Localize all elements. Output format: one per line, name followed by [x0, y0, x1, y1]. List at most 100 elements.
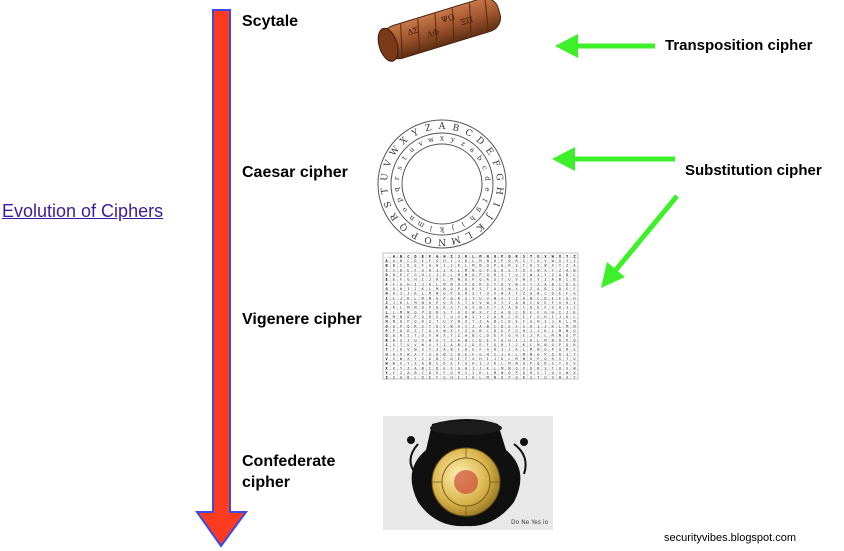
vigenere-cell: O: [407, 315, 409, 319]
vigenere-cell: S: [479, 287, 481, 291]
vigenere-cell: R: [559, 352, 562, 356]
vigenere-cell: M: [552, 334, 555, 338]
vigenere-cell: N: [530, 352, 532, 356]
vigenere-cell: R: [501, 268, 504, 272]
vigenere-cell: P: [451, 292, 453, 296]
vigenere-cell: V: [487, 296, 490, 300]
vigenere-cell: X: [414, 352, 417, 356]
vigenere-cell: B: [494, 320, 496, 324]
vigenere-cell: H: [407, 282, 409, 286]
vigenere-cell: D: [414, 259, 416, 263]
vigenere-cell: U: [537, 254, 539, 258]
vigenere-cell: W: [487, 301, 490, 305]
vigenere-cell: Y: [443, 338, 446, 342]
vigenere-cell: V: [407, 348, 410, 352]
vigenere-cell: Y: [436, 343, 439, 347]
vigenere-cell: U: [487, 292, 489, 296]
vigenere-cell: V: [465, 310, 468, 314]
vigenere-cell: Z: [400, 371, 403, 375]
vigenere-cell: C: [479, 334, 481, 338]
vigenere-cell: E: [386, 278, 388, 282]
vigenere-cell: Y: [472, 320, 475, 324]
vigenere-cell: T: [516, 268, 519, 272]
vigenere-cell: Y: [544, 273, 547, 277]
vigenere-cell: L: [472, 259, 474, 263]
vigenere-cell: B: [552, 282, 554, 286]
vigenere-cell: H: [516, 334, 518, 338]
vigenere-cell: C: [544, 292, 546, 296]
vigenere-cell: X: [559, 254, 562, 258]
vigenere-cell: H: [566, 301, 568, 305]
vigenere-cell: S: [472, 292, 474, 296]
vigenere-cell: M: [414, 301, 417, 305]
vigenere-cell: N: [523, 357, 525, 361]
vigenere-cell: N: [494, 376, 496, 380]
vigenere-cell: V: [443, 324, 446, 328]
wheel-letter: C: [463, 128, 474, 140]
vigenere-cell: E: [407, 268, 409, 272]
wheel-letter: G: [493, 173, 504, 181]
vigenere-cell: N: [407, 310, 409, 314]
vigenere-cell: Z: [458, 334, 461, 338]
vigenere-cell: Q: [494, 268, 496, 272]
vigenere-cell: Y: [400, 366, 403, 370]
vigenere-cell: H: [494, 348, 496, 352]
vigenere-cell: W: [544, 264, 547, 268]
vigenere-cell: R: [407, 329, 410, 333]
label-scytale: Scytale: [242, 13, 299, 30]
vigenere-cell: L: [494, 366, 496, 370]
vigenere-cell: H: [458, 371, 460, 375]
vigenere-cell: C: [429, 366, 431, 370]
vigenere-cell: U: [386, 352, 388, 356]
vigenere-cell: S: [487, 282, 489, 286]
vigenere-cell: T: [407, 338, 410, 342]
vigenere-cell: I: [516, 338, 518, 342]
vigenere-cell: T: [487, 287, 490, 291]
vigenere-cell: L: [458, 268, 460, 272]
vigenere-cell: S: [407, 334, 409, 338]
vigenere-cell: U: [443, 320, 445, 324]
vigenere-cell: B: [393, 264, 395, 268]
vigenere-cell: W: [386, 362, 389, 366]
vigenere-cell: E: [487, 338, 489, 342]
vigenere-cell: H: [429, 268, 431, 272]
vigenere-cell: Q: [508, 254, 510, 258]
vigenere-cell: O: [544, 348, 546, 352]
vigenere-cell: A: [552, 278, 555, 282]
vigenere-cell: T: [530, 254, 532, 258]
vigenere-cell: J: [414, 287, 416, 291]
vigenere-cell: F: [386, 282, 388, 286]
vigenere-cell: R: [552, 357, 555, 361]
vigenere-cell: Y: [537, 278, 540, 282]
vigenere-cell: C: [566, 278, 568, 282]
vigenere-cell: Z: [422, 357, 425, 361]
vigenere-cell: P: [429, 306, 431, 310]
wheel-letter: R: [389, 211, 401, 222]
vigenere-cell: R: [429, 315, 432, 319]
vigenere-cell: Q: [465, 287, 467, 291]
vigenere-cell: F: [429, 259, 431, 263]
vigenere-cell: B: [443, 352, 445, 356]
vigenere-cell: S: [573, 348, 575, 352]
vigenere-cell: D: [544, 296, 546, 300]
vigenere-cell: L: [465, 264, 467, 268]
wheel-letter: U: [380, 172, 391, 181]
vigenere-cell: Y: [494, 306, 497, 310]
vigenere-cell: C: [414, 376, 416, 380]
vigenere-cell: V: [422, 338, 425, 342]
vigenere-cell: B: [400, 259, 402, 263]
vigenere-cell: R: [386, 338, 389, 342]
wheel-letter: H: [493, 186, 504, 195]
vigenere-cell: C: [494, 324, 496, 328]
vigenere-cell: J: [422, 282, 424, 286]
vigenere-cell: C: [516, 310, 518, 314]
vigenere-cell: J: [400, 296, 402, 300]
timeline-arrow: [195, 9, 248, 548]
vigenere-cell: B: [566, 273, 568, 277]
vigenere-cell: J: [465, 376, 467, 380]
vigenere-cell: C: [487, 329, 489, 333]
vigenere-cell: A: [443, 348, 446, 352]
vigenere-cell: N: [422, 301, 424, 305]
evolution-of-ciphers-link[interactable]: Evolution of Ciphers: [2, 201, 164, 221]
